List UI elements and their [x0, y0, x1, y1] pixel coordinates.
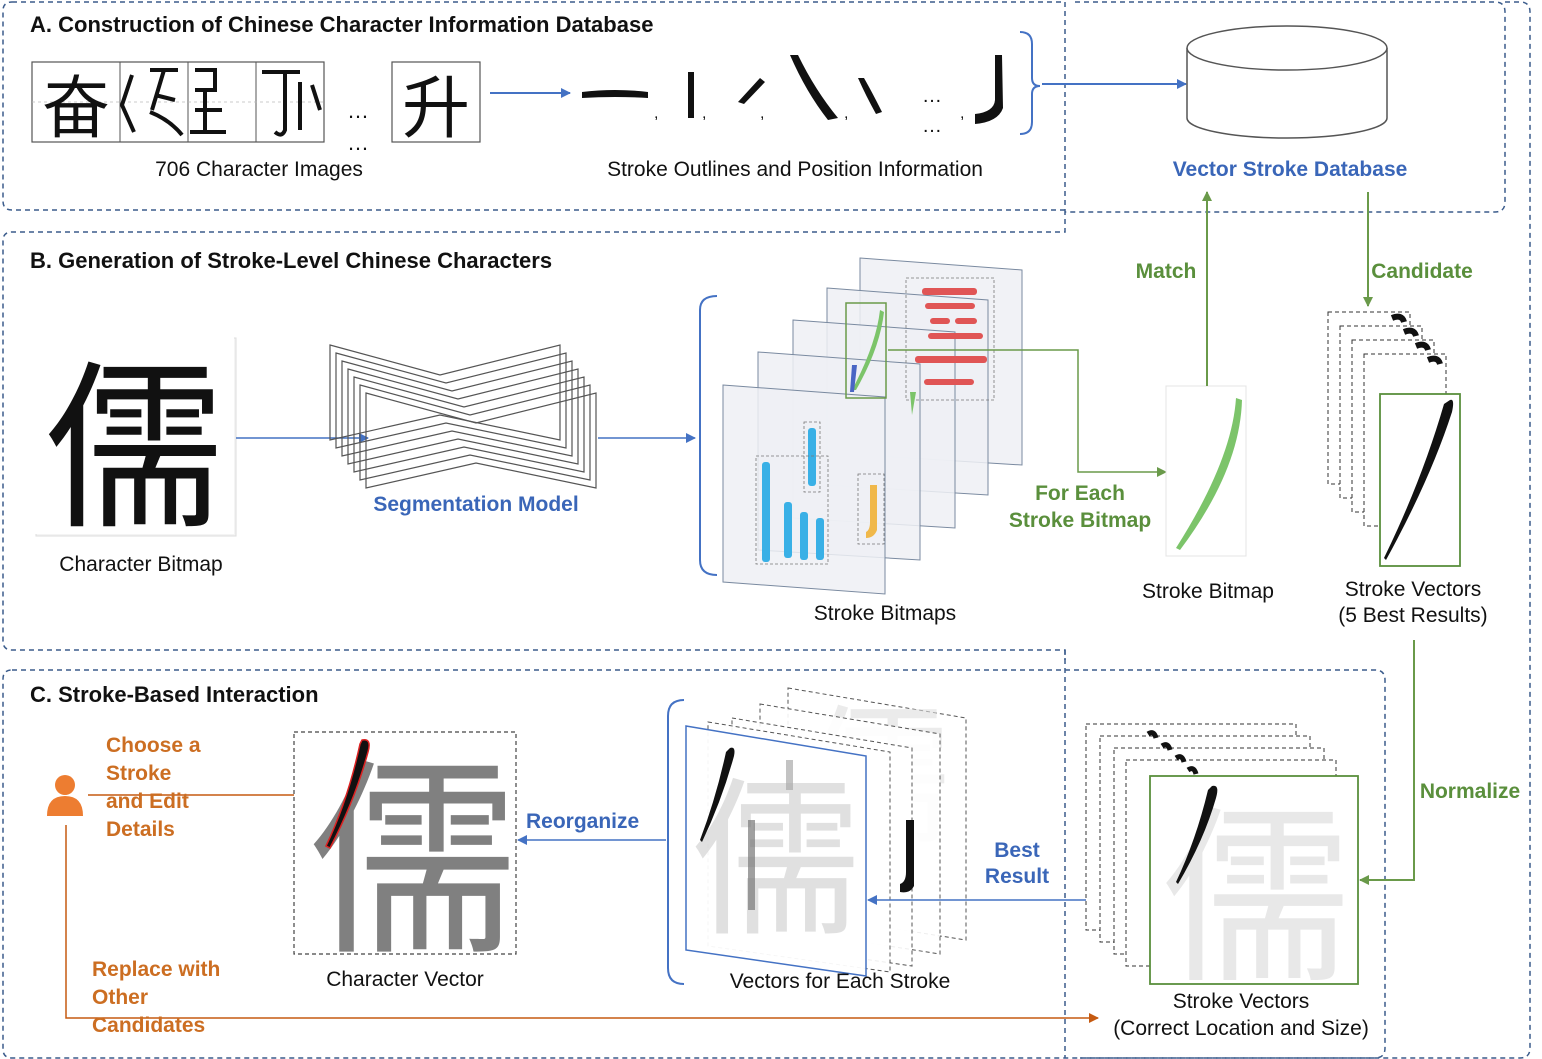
stroke-vectors-correct-stack: 儒 [1085, 723, 1359, 1010]
choose-line3: and Edit [106, 790, 189, 813]
sample-char-2-box [391, 61, 481, 143]
character-vector-label: Character Vector [326, 968, 484, 991]
database-cylinder [1186, 25, 1388, 139]
choose-line2: Stroke [106, 762, 172, 785]
stroke-outline-samples: , , , , … … , [582, 55, 1003, 137]
stroke-vectors-5-best-label: Stroke Vectors (5 Best Results) [1316, 577, 1510, 629]
character-bitmap-glyph: 儒 [44, 346, 224, 555]
candidate-label: Candidate [1371, 260, 1473, 283]
stroke-bitmap-label: Stroke Bitmap [1142, 580, 1274, 603]
choose-stroke-label: Choose a Stroke and Edit Details [106, 732, 256, 844]
arrow-to-stroke-bitmap [888, 349, 1167, 477]
character-image-strip [31, 61, 325, 143]
ellipsis-a1: … [347, 98, 369, 123]
best-result-label: Best Result [972, 838, 1062, 890]
stroke-bitmap-stack [722, 257, 1023, 595]
svg-text:…: … [922, 115, 942, 137]
brace-c [667, 699, 685, 985]
stroke-vectors-candidates-stack [1327, 311, 1461, 567]
svg-text:,: , [844, 105, 848, 122]
character-vector-box: 儒 [293, 731, 518, 985]
sample-char-1: 奋 [42, 70, 110, 149]
for-each-line1: For Each [1035, 482, 1125, 505]
stroke-bitmaps-label: Stroke Bitmaps [813, 602, 957, 625]
replace-line1: Replace with [92, 958, 221, 981]
segmentation-model-shape [329, 344, 597, 489]
vectors-each-stroke-stack: 儒 儒 [685, 687, 967, 977]
stroke-vectors-line2: (5 Best Results) [1338, 604, 1488, 627]
vector-stroke-database-label: Vector Stroke Database [1172, 158, 1408, 181]
svg-text:,: , [960, 105, 964, 122]
sample-char-2: 升 [402, 70, 470, 149]
character-bitmap-label: Character Bitmap [59, 553, 223, 576]
arrow-normalize [1359, 640, 1415, 885]
ellipsis-a2: … [347, 130, 369, 155]
svg-text:…: … [922, 85, 942, 107]
correct-line1: Stroke Vectors [1172, 990, 1310, 1013]
stroke-vectors-line1: Stroke Vectors [1344, 578, 1482, 601]
section-c-title: C. Stroke-Based Interaction [30, 682, 319, 707]
choose-line1: Choose a [106, 734, 201, 757]
section-b-title: B. Generation of Stroke-Level Chinese Ch… [30, 248, 553, 273]
choose-line4: Details [106, 818, 175, 841]
match-label: Match [1135, 260, 1197, 283]
brace-a [1019, 31, 1041, 135]
section-c-border [2, 669, 1386, 1059]
brace-b [699, 295, 718, 576]
best-line2: Result [984, 865, 1050, 888]
svg-text:儒: 儒 [308, 740, 518, 985]
database-region-border [1065, 1, 1506, 213]
best-line1: Best [994, 839, 1040, 862]
svg-text:儒: 儒 [1161, 789, 1351, 1010]
vectors-for-each-stroke-label: Vectors for Each Stroke [729, 970, 951, 993]
for-each-stroke-bitmap-label: For Each Stroke Bitmap [1000, 480, 1160, 534]
section-b-border [2, 210, 1066, 660]
svg-text:,: , [702, 105, 706, 122]
for-each-line2: Stroke Bitmap [1008, 509, 1152, 532]
svg-text:,: , [654, 105, 658, 122]
segmentation-model-label: Segmentation Model [373, 493, 579, 516]
stroke-bitmap-box [1165, 385, 1247, 557]
section-a-title: A. Construction of Chinese Character Inf… [30, 12, 654, 37]
stroke-outlines-label: Stroke Outlines and Position Information [607, 158, 983, 181]
replace-line2: Other [92, 986, 149, 1009]
character-images-label: 706 Character Images [155, 158, 363, 181]
replace-line3: Candidates [92, 1014, 206, 1037]
arrow-replace-candidates [65, 825, 1099, 1023]
svg-text:,: , [760, 105, 764, 122]
replace-candidates-label: Replace with Other Candidates [92, 956, 262, 1040]
character-bitmap-box [34, 336, 237, 537]
outer-right-border [1080, 1, 1531, 1059]
section-a-border [2, 1, 1066, 211]
reorganize-label: Reorganize [526, 810, 640, 833]
normalize-label: Normalize [1419, 780, 1521, 803]
user-icon [47, 775, 83, 816]
correct-line2: (Correct Location and Size) [1113, 1017, 1369, 1040]
stroke-vectors-correct-label: Stroke Vectors (Correct Location and Siz… [1094, 988, 1388, 1042]
